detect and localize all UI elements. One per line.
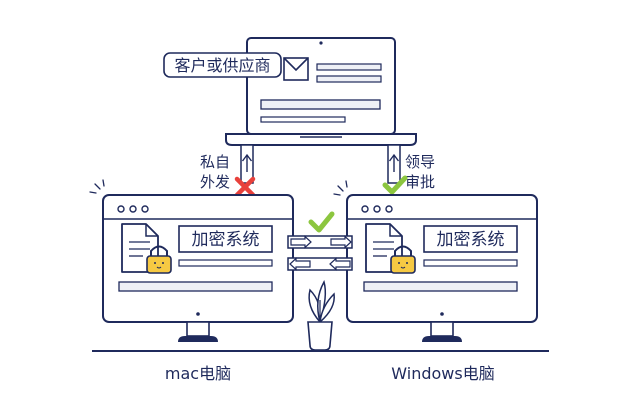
private-send-label-1: 私自 [200,153,230,171]
private-send-connector [240,144,254,184]
leader-approve-label-2: 审批 [405,173,435,191]
padlock-icon [146,245,172,274]
mac-monitor: 加密系统 [89,179,294,342]
mail-icon [283,57,309,81]
leader-approve-connector [387,144,401,184]
system-label-right: 加密系统 [437,230,505,250]
right-arrow-icon [290,235,352,249]
client-label: 客户或供应商 [174,56,270,75]
windows-monitor: 加密系统 [333,180,538,342]
client-label-box: 客户或供应商 [163,52,282,78]
check-icon [308,211,335,233]
padlock-icon [390,245,416,274]
up-arrow-icon [241,153,253,172]
windows-caption: Windows电脑 [391,364,494,383]
leader-approve-label-1: 领导 [405,153,435,171]
transfer-channel-right [287,235,353,249]
mac-caption: mac电脑 [165,364,231,383]
potted-plant-icon [307,280,335,351]
left-arrow-icon [289,257,351,271]
cross-icon [234,176,256,198]
private-send-label-2: 外发 [200,173,230,191]
system-label-left: 加密系统 [192,230,260,250]
up-arrow-icon [388,153,400,172]
transfer-channel-left [287,257,353,271]
check-icon [382,175,408,195]
client-laptop [225,37,417,146]
